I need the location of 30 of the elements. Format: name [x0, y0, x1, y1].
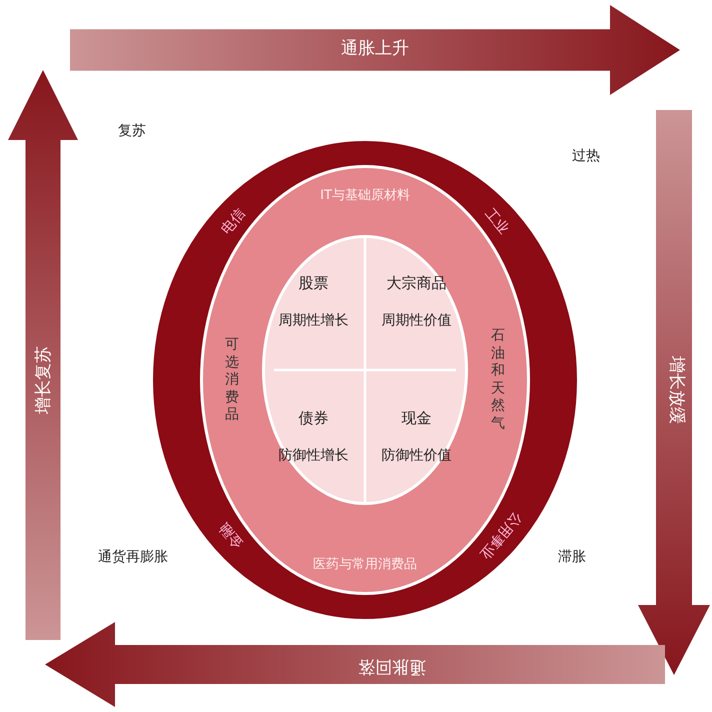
phase-label: 通胀回落 — [358, 656, 426, 676]
inner-circle — [262, 235, 468, 505]
phase-band — [45, 622, 665, 707]
phase-band — [8, 70, 78, 640]
sector-label: 可选消费品 — [225, 336, 239, 424]
phase-label: 增长复苏 — [34, 346, 54, 414]
asset-class-label: 大宗商品 — [386, 274, 446, 291]
asset-class-label: 股票 — [298, 274, 328, 291]
phase-label: 增长放缓 — [666, 356, 686, 424]
phase-name: 复苏 — [118, 122, 146, 140]
phase-label: 通胀上升 — [341, 40, 409, 58]
phase-name: 滞胀 — [558, 548, 586, 566]
sector-label: 工业 — [481, 206, 511, 238]
phase-band — [638, 110, 710, 675]
sector-label: 石油和天然气 — [491, 328, 505, 432]
phase-band — [70, 5, 680, 95]
sector-label: 医药与常用消费品 — [313, 558, 417, 572]
asset-class-label: 现金 — [402, 409, 432, 426]
sector-label: 电信 — [219, 206, 249, 238]
asset-class-label: 债券 — [298, 409, 328, 426]
style-label: 防御性增长 — [278, 448, 348, 464]
sector-label: IT与基础原材料 — [320, 188, 410, 204]
style-label: 周期性增长 — [278, 312, 348, 328]
style-label: 周期性价值 — [382, 312, 452, 328]
sector-label: 公用事业 — [476, 508, 524, 562]
phase-name: 通货再膨胀 — [98, 548, 168, 566]
sector-label: 金融 — [217, 519, 247, 551]
middle-ring — [200, 165, 530, 595]
phase-name: 过热 — [572, 147, 600, 165]
style-label: 防御性价值 — [382, 448, 452, 464]
